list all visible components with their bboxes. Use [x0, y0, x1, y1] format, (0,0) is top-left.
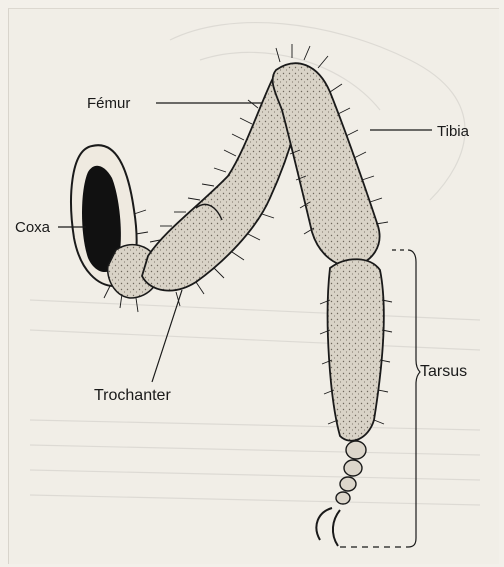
tarsus-label: Tarsus [420, 364, 467, 380]
femur-label: Fémur [87, 96, 130, 111]
coxa-label: Coxa [15, 220, 50, 235]
trochanter-label: Trochanter [94, 388, 171, 404]
tibia-label: Tibia [437, 124, 469, 139]
tarsus-bracket [408, 250, 420, 547]
